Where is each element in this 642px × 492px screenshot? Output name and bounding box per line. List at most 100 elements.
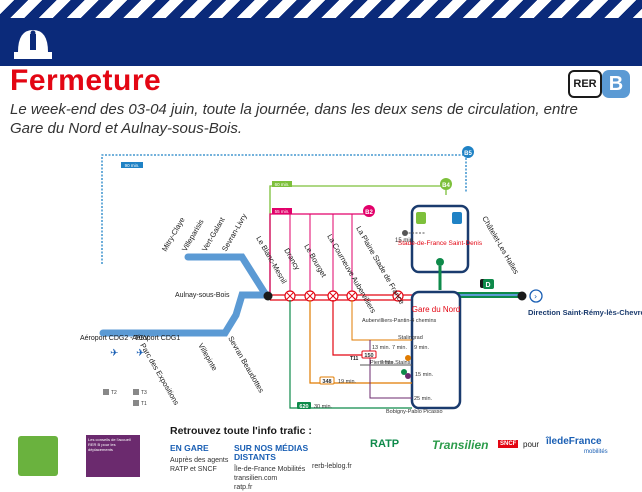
route-348 [309, 300, 412, 384]
terminal-labels: T2 T3 T1 [103, 389, 147, 407]
bus-b4-badge [440, 178, 452, 190]
bus-b2-label: B2 [365, 210, 373, 216]
stade-de-france-label: Stade-de-France Saint-Denis [398, 240, 483, 247]
bus-b5-badge [462, 146, 474, 158]
header-banner [0, 0, 642, 66]
station-chatelet: Châtelet-Les Halles [480, 215, 521, 276]
svg-text:T1: T1 [141, 401, 147, 407]
pour-label: pour [523, 440, 540, 449]
stop-labels: Aubervilliers-Pantin-4 chemins Stalingra… [362, 318, 443, 415]
station-sevran-beaudottes: Sevran Beaudottes [226, 335, 266, 395]
station-villepinte: Villepinte [196, 342, 219, 373]
time-4: 7 min. [380, 360, 395, 366]
footer-col-media: SUR NOS MÉDIAS DISTANTS Île-de-France Mo… [234, 444, 314, 492]
footer-col-media-line3[interactable]: ratp.fr [234, 484, 253, 491]
gare-du-nord-box [410, 290, 462, 410]
rer-b-line [99, 253, 270, 337]
rer-d-badge [483, 279, 494, 289]
transilien-logo: Transilien [432, 438, 489, 452]
stop-aubervilliers: Aubervilliers-Pantin-4 chemins [362, 318, 437, 324]
footer-col-station-head: EN GARE [170, 443, 209, 453]
station-le-bourget: Le Bourget [302, 243, 329, 280]
bus-348-label: 348 [322, 379, 331, 385]
footer-blog-link[interactable]: rerb-leblog.fr [312, 463, 352, 470]
stade-de-france-rer-d-node [436, 258, 444, 266]
rer-logo: RER [568, 70, 602, 98]
page-title: Fermeture [10, 64, 162, 97]
chatelet-node [517, 291, 527, 301]
route-620 [289, 300, 412, 409]
stop-pierrefitte: Pierrefitte Stains [370, 360, 411, 366]
bus-150-label: 150 [364, 353, 373, 359]
time-labels: 13 min. 7 min. 9 min. 7 min. 15 min. 19 … [314, 345, 434, 410]
b4-stop-icon [416, 212, 426, 224]
b2-time-tag [272, 208, 292, 214]
bus-b2-badge [363, 205, 375, 217]
time-5: 15 min. [415, 372, 434, 378]
station-cdg1: Aéroport CDG1 [132, 335, 180, 342]
accessibility-logo [18, 436, 58, 476]
route-metro-7 [351, 300, 412, 341]
b5-stop-icon [452, 212, 462, 224]
idfm-logo-sub: mobilités [584, 449, 608, 455]
svg-text:T3: T3 [141, 390, 147, 396]
line-b-badge: B [602, 70, 630, 98]
ratp-logo: RATP [370, 438, 400, 450]
t11-label: T11 [350, 356, 359, 362]
footer-col-media-line1[interactable]: Île-de-France Mobilités [234, 466, 306, 473]
bus-b4-label: B4 [442, 183, 450, 189]
aulnay-node [263, 291, 273, 301]
footer-col-media-head: SUR NOS MÉDIAS DISTANTS [234, 443, 309, 462]
bus-348-badge [319, 376, 335, 385]
time-1: 13 min. [372, 345, 391, 351]
metro-7-icon [405, 355, 411, 361]
station-drancy: Drancy [282, 247, 302, 272]
rer-d-gare-node [401, 369, 407, 375]
plane-icon-2: ✈ [136, 348, 144, 359]
closure-description: Le week-end des 03-04 juin, toute la jou… [10, 101, 578, 137]
sncf-logo: SNCF [498, 440, 519, 448]
rer-d-label: D [485, 282, 490, 289]
station-aulnay: Aulnay-sous-Bois [175, 292, 230, 299]
stop-stalingrad: Stalingrad [398, 335, 423, 341]
bus-620-label: 620 [299, 404, 308, 410]
time-3: 9 min. [414, 345, 429, 351]
station-parc-expositions: Parc des Expositions [138, 342, 181, 407]
b4-time-tag [272, 181, 292, 187]
bus-b5-route [101, 154, 467, 264]
info-title: Retrouvez toute l'info trafic : [170, 425, 312, 437]
time-6: 19 min. [338, 379, 357, 385]
direction-arrow-icon [529, 289, 543, 303]
direction-label: Direction Saint-Rémy-lès-Chevreuse / Rob… [528, 308, 642, 317]
bus-b2-route [269, 213, 368, 295]
walk-time: 15 min. [395, 238, 415, 244]
bus-b5-label: B5 [464, 151, 472, 157]
info-card: Les conseils de l'accueil RER B pour les… [86, 435, 140, 477]
gare-du-nord-label: Gare du Nord [412, 305, 460, 314]
time-8: 30 min. [314, 404, 333, 410]
footer-col-station: EN GARE Auprès des agents RATP et SNCF [170, 444, 240, 474]
station-le-blanc-mesnil: Le Blanc-Mesnil [254, 235, 289, 286]
footer-col-station-text: Auprès des agents RATP et SNCF [170, 457, 229, 473]
network-map: 90 min. 60 min. 55 min. B5 B4 B2 › D Sta… [80, 146, 642, 415]
b2-stop-ticks [289, 214, 353, 295]
route-metro-5 [369, 340, 412, 399]
plane-icon: ✈ [110, 348, 118, 359]
svg-text:T2: T2 [111, 390, 117, 396]
b5-time-tag [121, 162, 143, 168]
footer-col-media-line2[interactable]: transilien.com [234, 475, 278, 482]
route-150 [332, 300, 370, 356]
b4-time: 60 min. [275, 182, 290, 187]
b5-time: 90 min. [125, 163, 140, 168]
worker-helmet-icon [14, 30, 52, 59]
bus-150-badge [361, 350, 377, 359]
metro-5-icon [405, 373, 411, 379]
station-cdg2: Aéroport CDG2 - TGV [80, 335, 149, 342]
bus-620-badge [297, 402, 311, 409]
b2-time: 55 min. [275, 209, 290, 214]
stop-bobigny: Bobigny-Pablo Picasso [386, 409, 443, 415]
station-sevran-livry: Sevran-Livry [220, 212, 249, 253]
hazard-stripes [0, 0, 642, 18]
direction-arrow-glyph: › [534, 292, 537, 301]
idfm-logo: îledeFrance [546, 436, 602, 447]
